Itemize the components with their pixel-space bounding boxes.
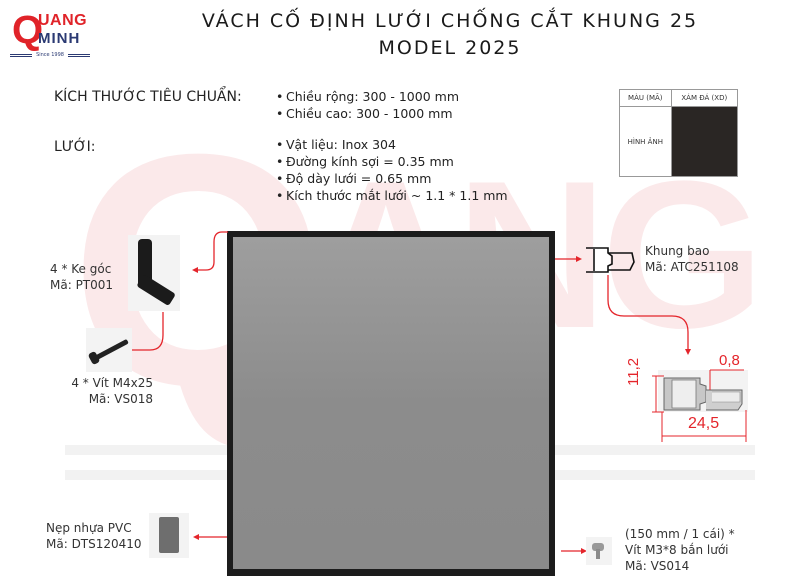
- mesh-item: Kích thước mắt lưới ~ 1.1 * 1.1 mm: [278, 187, 508, 204]
- logo-q: Q: [12, 8, 44, 52]
- title-line-1: VÁCH CỐ ĐỊNH LƯỚI CHỐNG CẮT KHUNG 25: [201, 10, 699, 32]
- dim-thickness: 0,8: [719, 352, 740, 369]
- pvc-strip-image: [149, 513, 189, 558]
- mesh-screw-label: (150 mm / 1 cái) * Vít M3*8 bắn lưới Mã:…: [625, 527, 735, 573]
- frame-profile-icon: [586, 247, 635, 273]
- profile-section-drawing: [652, 369, 748, 442]
- frame-profile-label: Khung bao Mã: ATC251108: [645, 244, 739, 274]
- mesh-item: Vật liệu: Inox 304: [278, 136, 508, 153]
- logo-minh: MINH: [38, 30, 81, 47]
- size-label: KÍCH THƯỚC TIÊU CHUẨN:: [54, 89, 242, 105]
- title-line-2: MODEL 2025: [378, 37, 522, 59]
- corner-bracket-label: 4 * Ke góc Mã: PT001: [50, 262, 114, 292]
- dim-width: 24,5: [688, 415, 720, 432]
- mesh-screw-image: [586, 537, 612, 565]
- color-table: MÀU (MÃ) XÁM ĐÁ (XD) HÌNH ẢNH: [619, 89, 739, 177]
- size-item: Chiều rộng: 300 - 1000 mm: [278, 88, 459, 105]
- color-swatch: [670, 106, 739, 177]
- size-item: Chiều cao: 300 - 1000 mm: [278, 105, 459, 122]
- window-frame-illustration: [227, 231, 555, 576]
- logo-since: Since 1998: [36, 52, 64, 58]
- mesh-item: Độ dày lưới = 0.65 mm: [278, 170, 508, 187]
- pvc-strip-label: Nẹp nhựa PVC Mã: DTS120410: [46, 521, 142, 551]
- dim-height: 11,2: [625, 357, 642, 386]
- logo-line: [10, 54, 32, 55]
- brand-logo: Q UANG MINH Since 1998: [10, 10, 90, 58]
- screw-m4-image: [86, 328, 132, 372]
- page-title: VÁCH CỐ ĐỊNH LƯỚI CHỐNG CẮT KHUNG 25 MOD…: [150, 8, 750, 62]
- size-list: Chiều rộng: 300 - 1000 mm Chiều cao: 300…: [278, 88, 459, 122]
- mesh-panel: [233, 237, 549, 569]
- corner-bracket-image: [128, 235, 180, 311]
- logo-ang: UANG: [38, 12, 88, 29]
- mesh-label: LƯỚI:: [54, 139, 96, 155]
- screw-label: 4 * Vít M4x25 Mã: VS018: [71, 376, 153, 406]
- logo-line: [68, 54, 90, 55]
- mesh-item: Đường kính sợi = 0.35 mm: [278, 153, 508, 170]
- mesh-list: Vật liệu: Inox 304 Đường kính sợi = 0.35…: [278, 136, 508, 204]
